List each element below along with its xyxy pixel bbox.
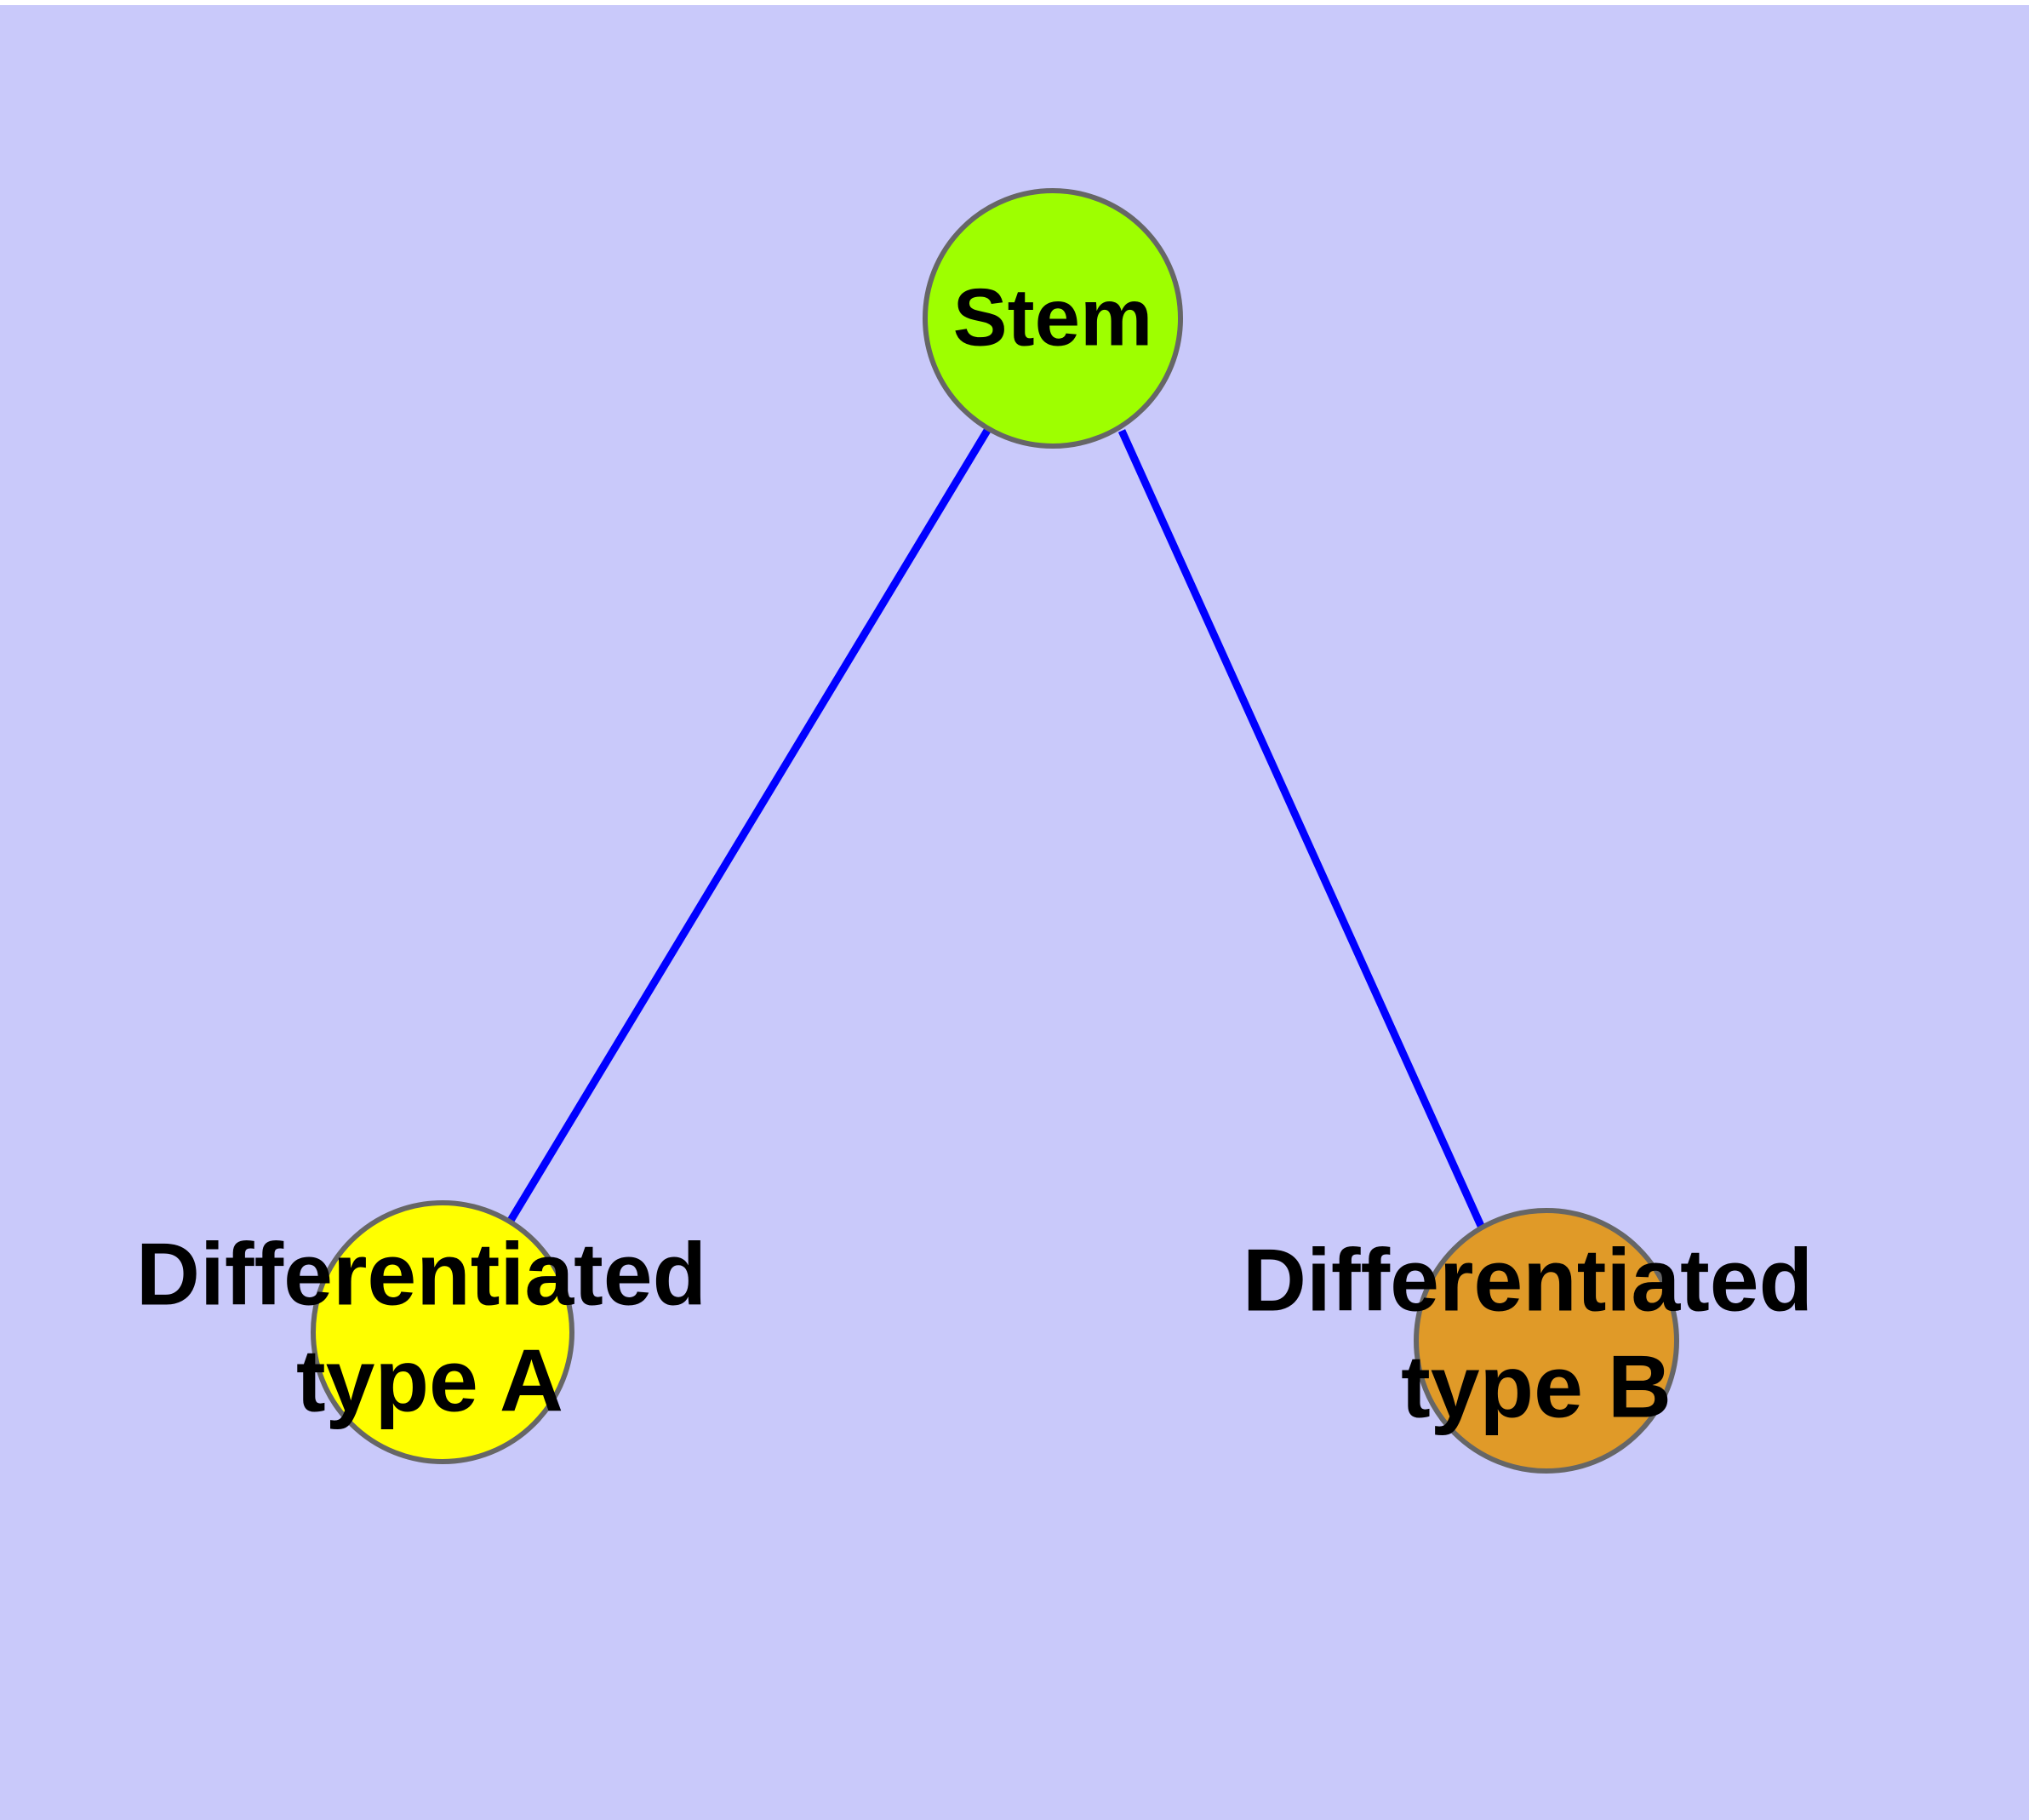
node-type-b-label-line2: type B	[1401, 1337, 1672, 1436]
edge-layer	[506, 426, 1485, 1228]
node-type-b-label-line1: Differentiated	[1243, 1231, 1813, 1330]
node-stem-label: Stem	[953, 272, 1153, 363]
node-type-a-circle[interactable]	[311, 1200, 574, 1464]
node-type-a-label-line2: type A	[296, 1331, 563, 1430]
node-type-b-circle[interactable]	[1414, 1208, 1679, 1474]
node-differentiated-type-b[interactable]: Differentiated type B	[1243, 1208, 1813, 1474]
node-type-a-label-line1: Differentiated	[136, 1225, 706, 1324]
canvas-top-edge-strip	[0, 0, 2029, 5]
node-layer: Stem Differentiated type A Differentiate…	[136, 188, 1813, 1474]
node-differentiated-type-a[interactable]: Differentiated type A	[136, 1200, 706, 1464]
node-stem-circle[interactable]	[923, 188, 1183, 449]
edge-stem-to-type-a[interactable]	[506, 426, 992, 1226]
edge-stem-to-type-b[interactable]	[1117, 429, 1485, 1228]
node-stem[interactable]: Stem	[923, 188, 1183, 449]
